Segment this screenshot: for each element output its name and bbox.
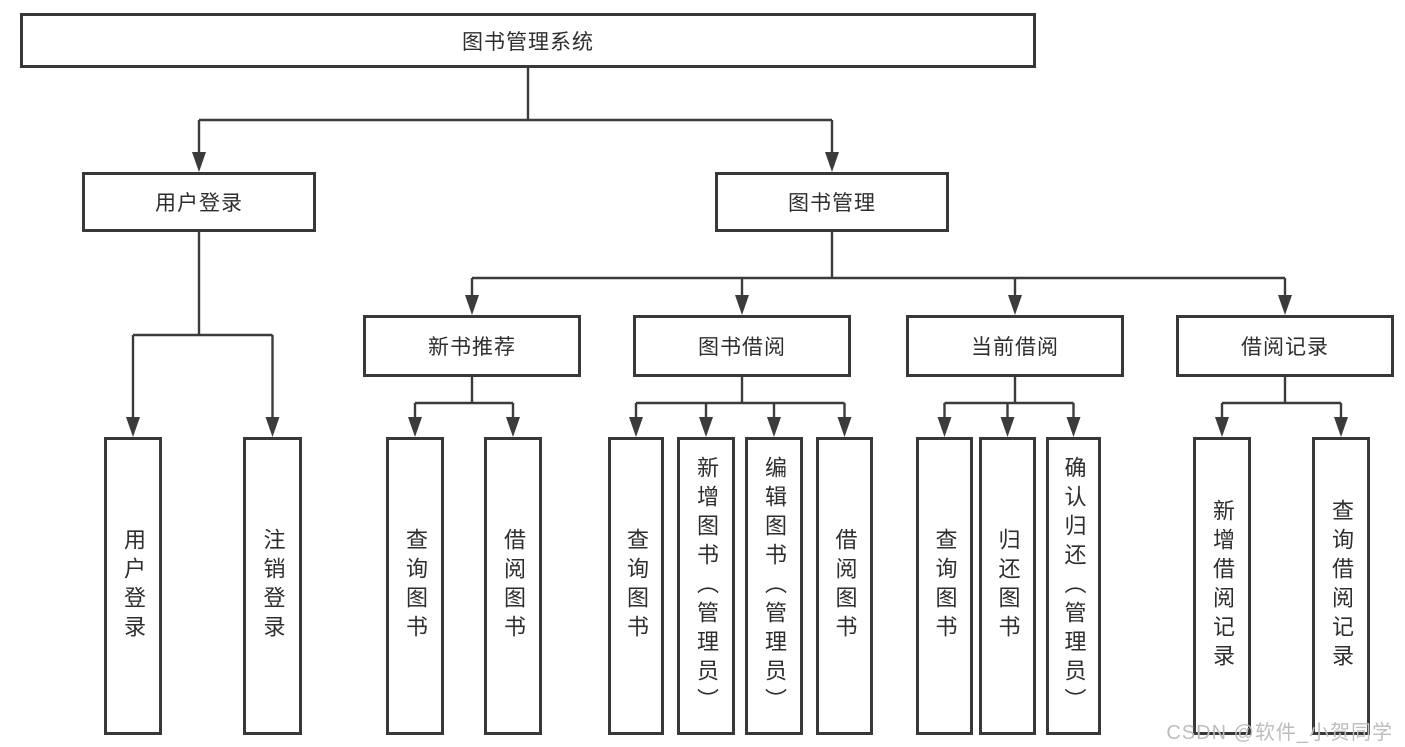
node-library-system-label: 图书管理系统	[462, 30, 594, 54]
leaf-record-query-borrow-record-label: 查询借阅记录	[1329, 499, 1354, 673]
leaf-current-confirm-return-admin: 确认归还（管理员）	[1046, 437, 1101, 735]
leaf-borrow-borrow-book-label: 借阅图书	[832, 528, 858, 644]
leaf-current-query-book-label: 查询图书	[932, 528, 958, 644]
leaf-logout-login: 注销登录	[243, 437, 302, 735]
leaf-recommend-borrow-book-label: 借阅图书	[501, 528, 526, 644]
leaf-recommend-query-book-label: 查询图书	[403, 528, 428, 644]
leaf-current-confirm-return-admin-label: 确认归还（管理员）	[1061, 455, 1087, 717]
connector-book-borrow-to-children	[629, 377, 852, 437]
node-borrow-record: 借阅记录	[1176, 315, 1394, 377]
connector-new-book-recommend-to-children	[408, 377, 520, 437]
leaf-borrow-query-book-label: 查询图书	[624, 528, 649, 644]
node-book-borrow: 图书借阅	[633, 315, 851, 377]
leaf-recommend-borrow-book: 借阅图书	[484, 437, 542, 735]
connector-book-management-to-level3	[465, 232, 1292, 315]
leaf-recommend-query-book: 查询图书	[386, 437, 444, 735]
leaf-record-query-borrow-record: 查询借阅记录	[1312, 437, 1370, 735]
node-new-book-recommend-label: 新书推荐	[428, 336, 516, 359]
node-book-management: 图书管理	[715, 172, 949, 232]
node-borrow-record-label: 借阅记录	[1241, 336, 1329, 359]
connector-root-to-level2	[192, 68, 839, 172]
leaf-current-query-book: 查询图书	[916, 437, 973, 735]
csdn-watermark: CSDN @软件_小贺同学	[1166, 722, 1393, 744]
leaf-borrow-edit-book-admin: 编辑图书（管理员）	[745, 437, 803, 735]
node-user-login: 用户登录	[82, 172, 316, 232]
leaf-borrow-add-book-admin-label: 新增图书（管理员）	[694, 455, 719, 717]
leaf-user-login: 用户登录	[104, 437, 162, 735]
leaf-logout-login-label: 注销登录	[260, 528, 286, 644]
connector-current-borrow-to-children	[937, 377, 1081, 437]
leaf-current-return-book: 归还图书	[979, 437, 1036, 735]
node-current-borrow-label: 当前借阅	[971, 336, 1059, 359]
node-library-system: 图书管理系统	[20, 13, 1036, 68]
node-new-book-recommend: 新书推荐	[363, 315, 581, 377]
node-current-borrow: 当前借阅	[906, 315, 1124, 377]
leaf-record-add-borrow-record-label: 新增借阅记录	[1210, 499, 1235, 673]
leaf-current-return-book-label: 归还图书	[995, 528, 1021, 644]
leaf-borrow-edit-book-admin-label: 编辑图书（管理员）	[762, 455, 787, 717]
leaf-borrow-query-book: 查询图书	[608, 437, 664, 735]
leaf-borrow-add-book-admin: 新增图书（管理员）	[677, 437, 735, 735]
connector-borrow-record-to-children	[1215, 377, 1348, 437]
node-user-login-label: 用户登录	[155, 192, 243, 215]
node-book-borrow-label: 图书借阅	[698, 336, 786, 359]
node-book-management-label: 图书管理	[788, 192, 876, 215]
leaf-user-login-label: 用户登录	[121, 528, 146, 644]
leaf-record-add-borrow-record: 新增借阅记录	[1193, 437, 1251, 735]
connector-user-login-to-children	[126, 232, 280, 437]
leaf-borrow-borrow-book: 借阅图书	[816, 437, 873, 735]
